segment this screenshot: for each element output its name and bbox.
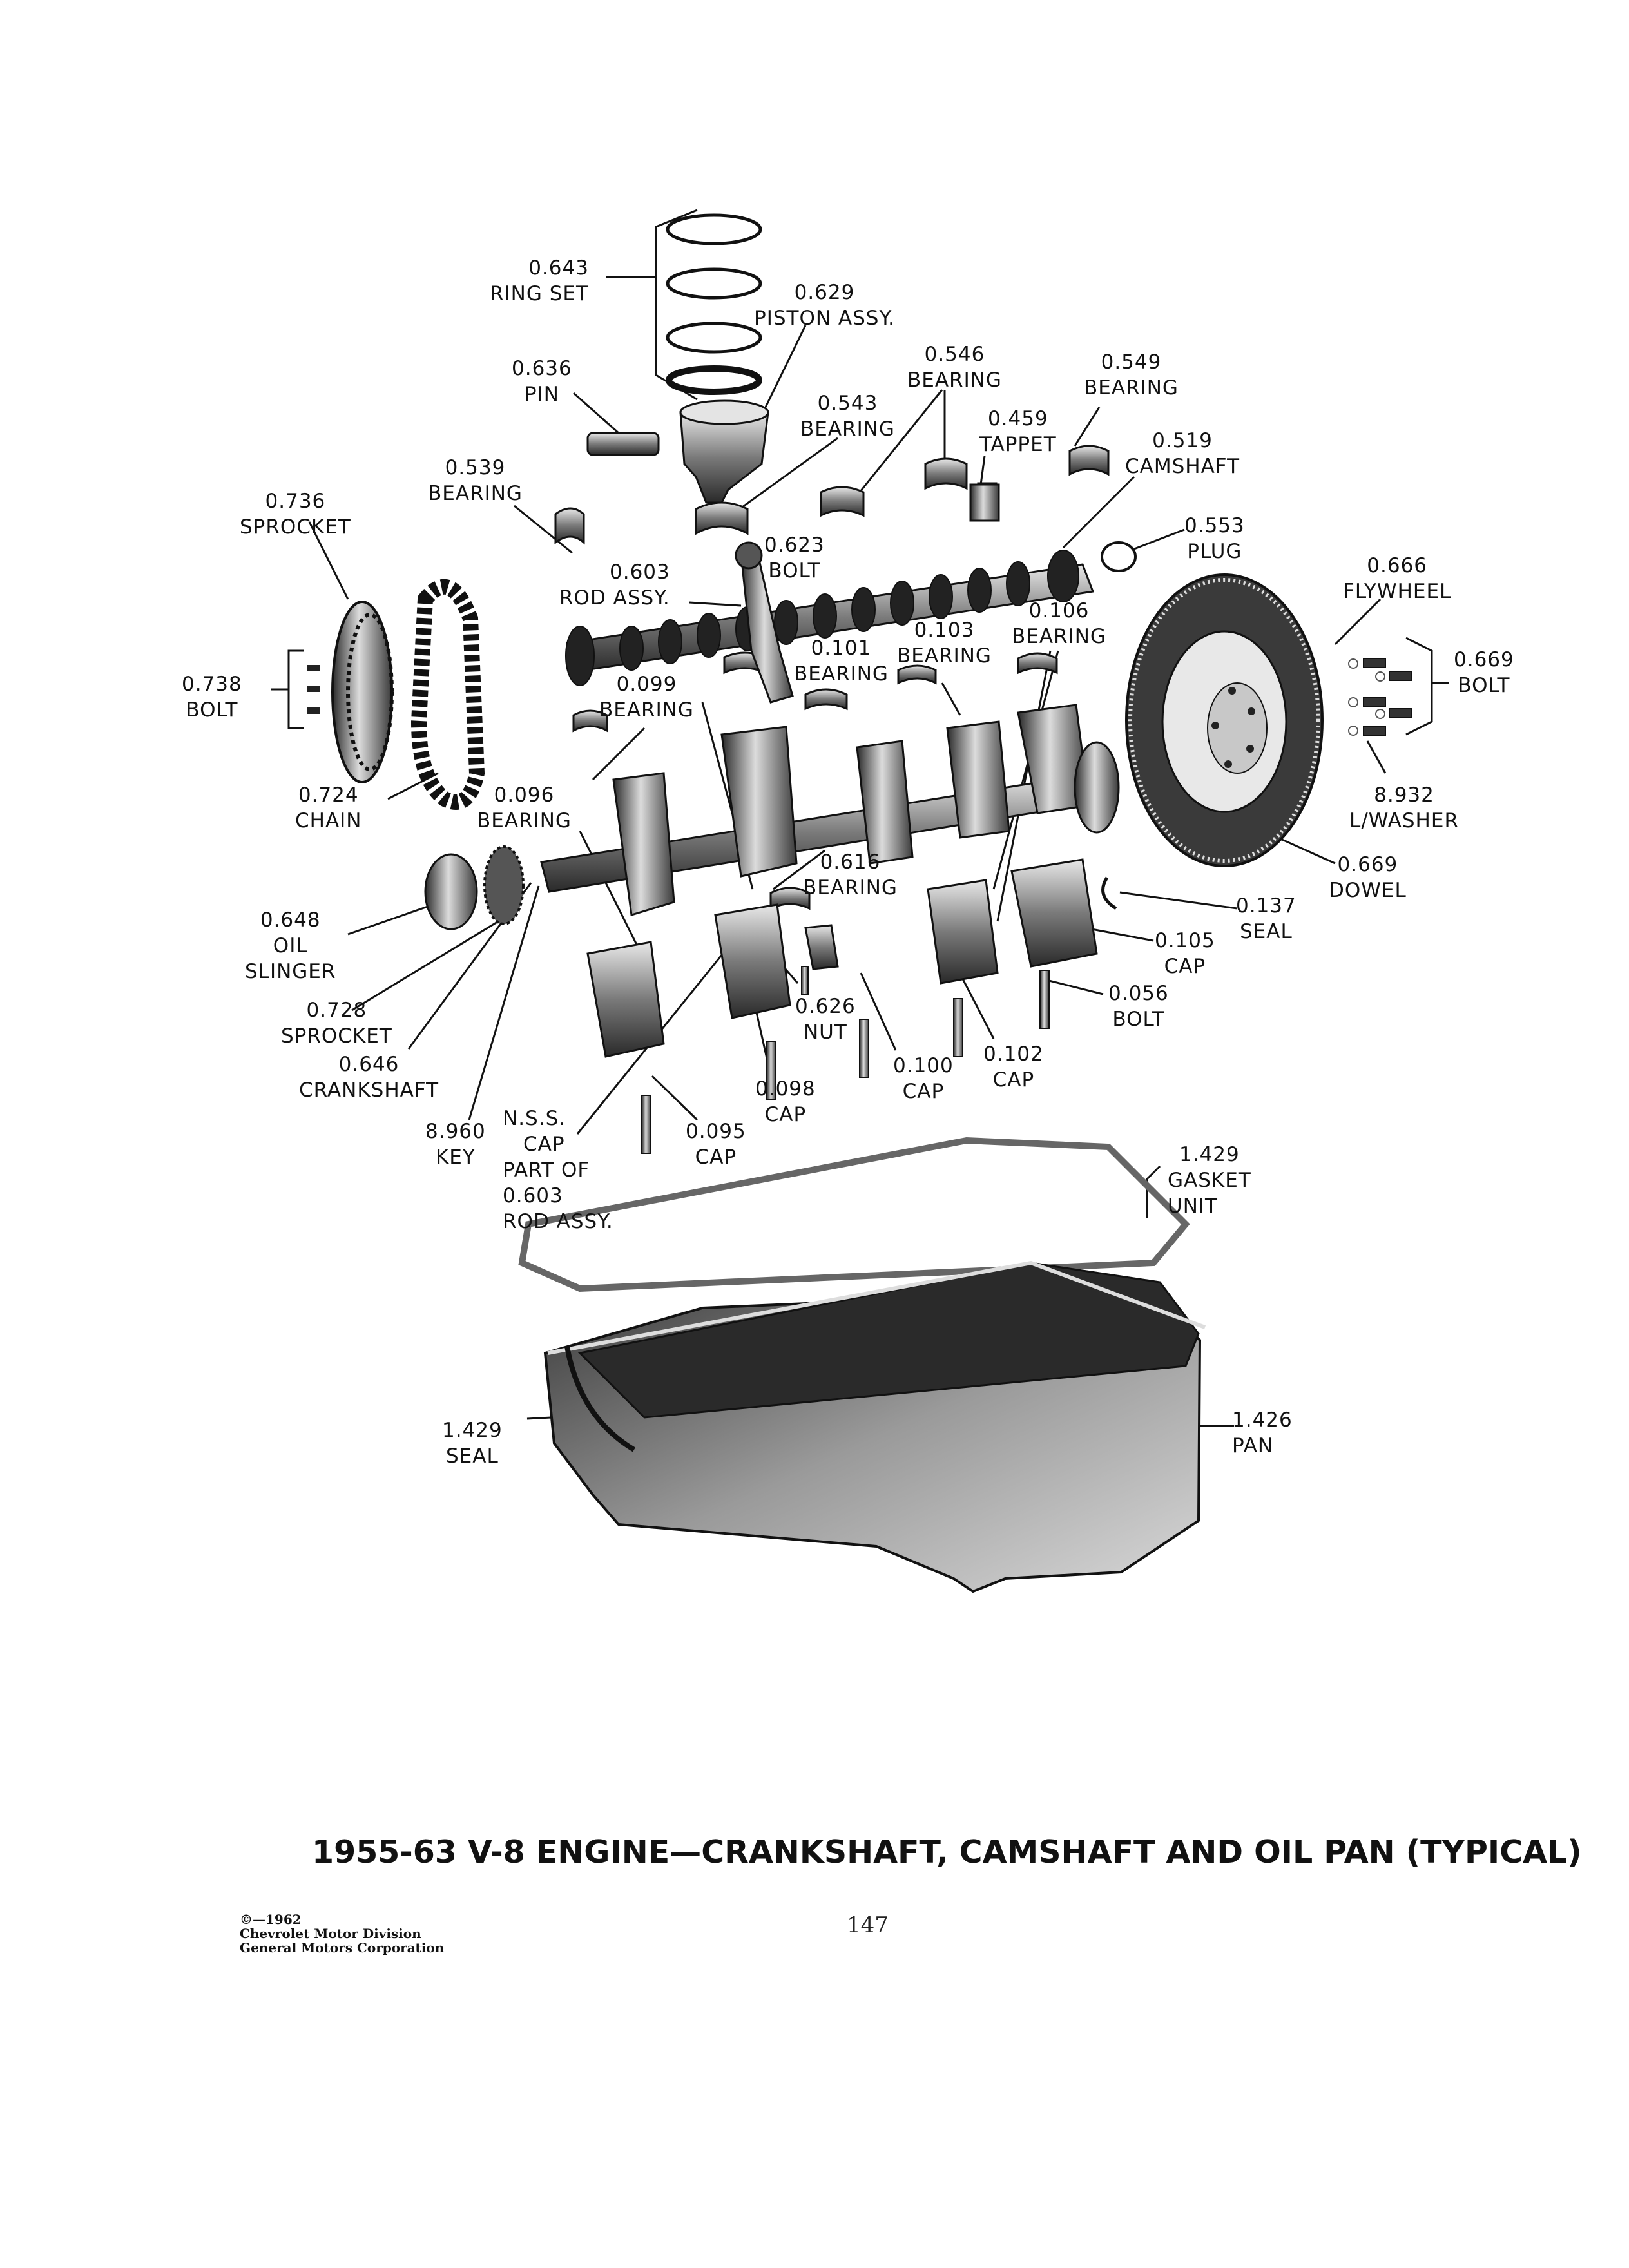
pan-seal — [564, 1346, 636, 1452]
oil-pan-gasket — [518, 1137, 1190, 1293]
lock-washers — [1348, 658, 1385, 736]
camshaft — [565, 550, 1095, 686]
tappet — [969, 483, 1000, 522]
timing-chain — [410, 579, 485, 810]
cam-sprocket — [331, 601, 394, 783]
main-bearing-caps — [586, 858, 1098, 1058]
flywheel-bolts — [1363, 658, 1412, 736]
crankshaft — [540, 704, 1120, 916]
rear-seal — [1101, 876, 1117, 910]
connecting-rod — [735, 541, 794, 704]
page-number: 147 — [847, 1912, 889, 1938]
figure-title: 1955-63 V-8 ENGINE—CRANKSHAFT, CAMSHAFT … — [312, 1834, 1582, 1870]
piston-rings — [666, 213, 762, 395]
crank-sprocket — [483, 845, 525, 925]
oil-slinger — [424, 853, 478, 930]
cap-bolts — [641, 966, 1050, 1154]
oil-pan — [543, 1260, 1206, 1593]
flywheel — [1125, 573, 1324, 867]
sprocket-bolts — [307, 665, 320, 714]
piston — [679, 399, 769, 504]
piston-pin — [586, 432, 660, 456]
cam-plug — [1101, 541, 1137, 572]
